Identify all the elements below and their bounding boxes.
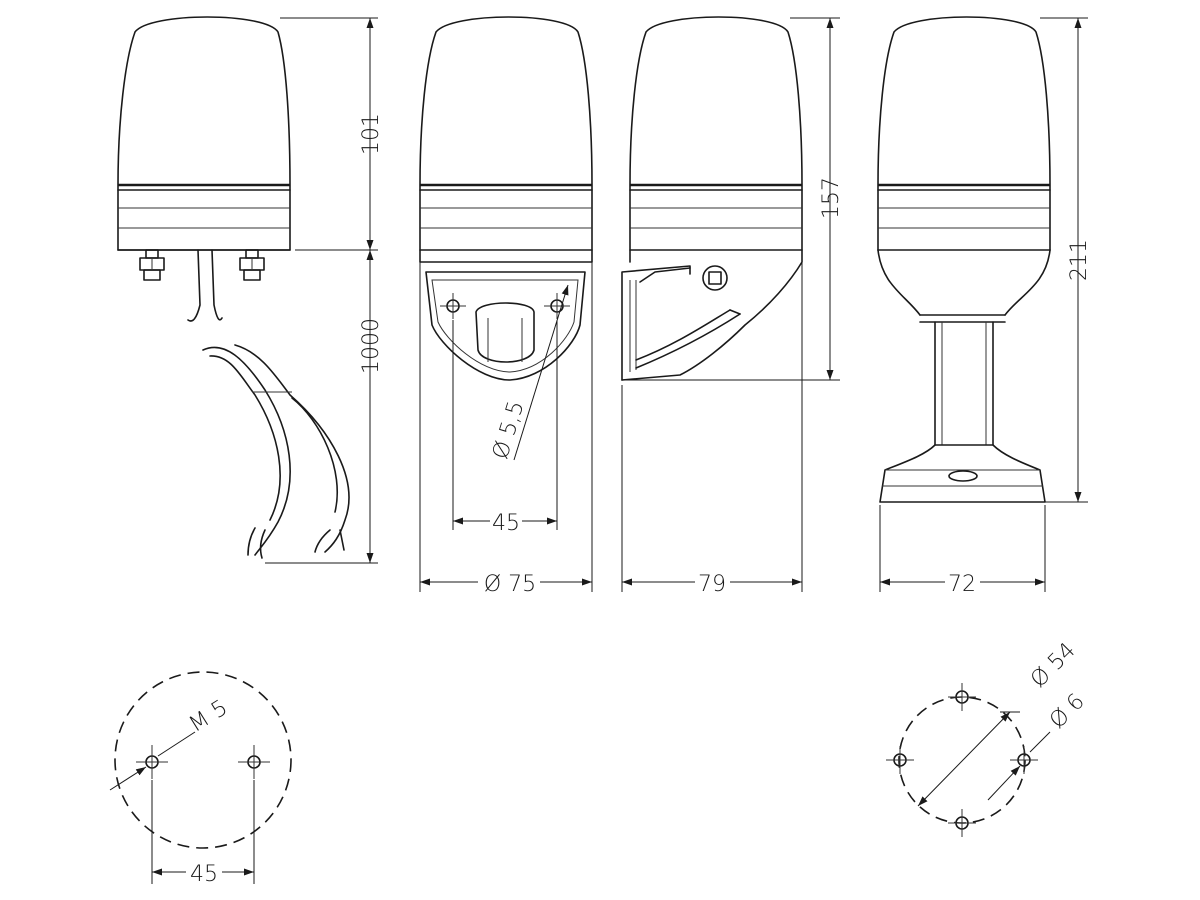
view-bolt-pattern: M 5 45 <box>109 671 292 887</box>
hole-left <box>886 746 914 774</box>
bracket-front <box>425 271 586 381</box>
mounting-tube <box>934 321 994 446</box>
lens-dome <box>419 16 593 263</box>
view-hole-circle: Ø 54 Ø 6 <box>886 638 1090 837</box>
view-surface-mount: 101 1000 <box>117 16 384 564</box>
hole-right <box>1010 746 1038 774</box>
view-tube-mount: 211 72 <box>877 16 1092 597</box>
mount-bolt-right <box>239 249 265 281</box>
cable <box>202 344 350 559</box>
dim-bracket-height: 157 <box>819 177 844 219</box>
bolt-pattern-outline <box>114 671 292 849</box>
dim-bolt-spacing: 45 <box>190 862 218 887</box>
view-bracket-side: 157 79 <box>621 16 844 597</box>
dim-base-width: 72 <box>948 572 976 597</box>
hole-bottom <box>948 809 976 837</box>
dim-cable-length: 1000 <box>359 318 384 374</box>
tube-base <box>879 444 1046 503</box>
mount-bolt-left <box>139 249 165 281</box>
dim-hole-circle: Ø 6 <box>1045 689 1090 734</box>
dim-lens-height: 101 <box>359 113 384 155</box>
dim-diameter-body: Ø 75 <box>484 572 536 597</box>
view-bracket-front: Ø 5,5 45 Ø 75 <box>419 16 593 597</box>
dim-thread-size: M 5 <box>185 695 232 737</box>
dim-pitch-circle: Ø 54 <box>1026 638 1081 693</box>
mount-hole-right <box>544 293 570 319</box>
dim-bracket-hole-spacing: 45 <box>492 511 520 536</box>
lens-dome <box>621 16 803 381</box>
dim-bracket-depth: 79 <box>698 572 726 597</box>
hole-top <box>948 683 976 711</box>
bracket-side <box>621 265 741 381</box>
bolt-hole-left <box>136 745 168 779</box>
mount-hole-left <box>440 293 466 319</box>
lens-dome <box>117 16 291 251</box>
dim-tube-height: 211 <box>1067 239 1092 281</box>
bolt-hole-right <box>238 745 270 779</box>
lens-dome <box>877 16 1051 251</box>
